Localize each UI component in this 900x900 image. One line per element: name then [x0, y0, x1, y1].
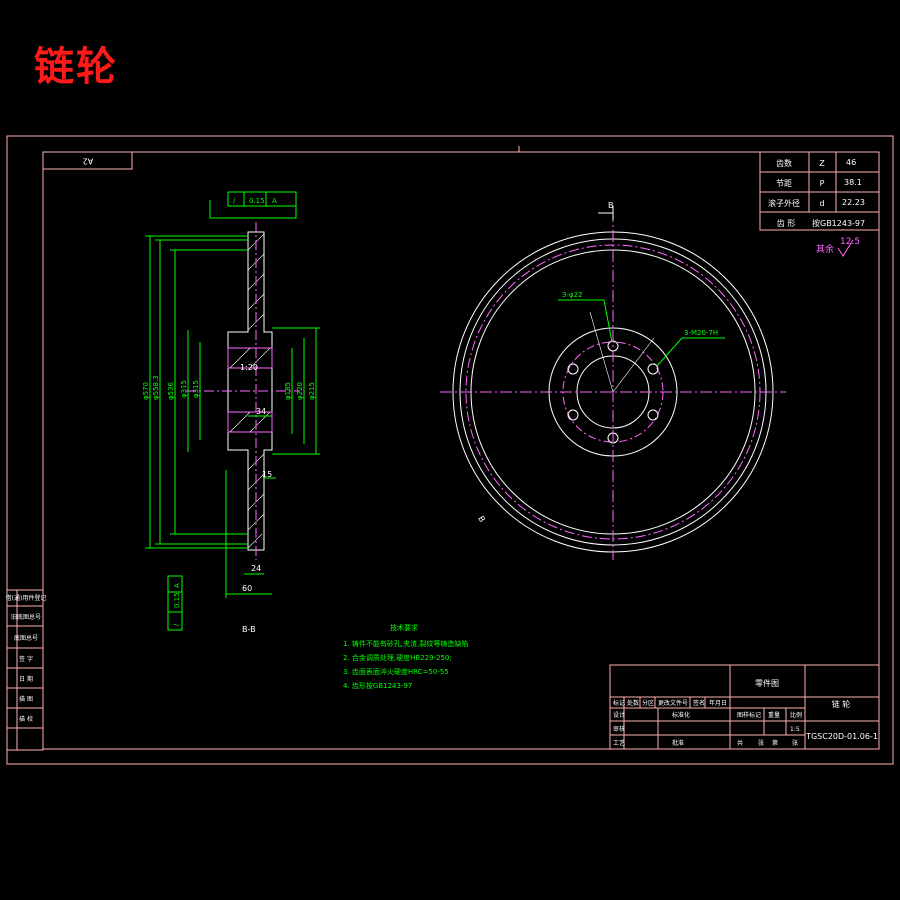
- tol-datum-top: A: [272, 197, 277, 205]
- param-value-1: 38.1: [844, 178, 862, 187]
- title-block: 标记 处数 分区 更改文件号 签名 年月日 设计 标准化 图样标记 重量 比例 …: [609, 664, 880, 750]
- tb-cell-12: 工艺: [613, 739, 625, 747]
- tb-cell-4: 签名: [693, 699, 705, 707]
- left-strip: 借(通)用件登记 旧底图总号 底图总号 签 字 日 期 描 图 描 校: [6, 589, 47, 751]
- hole-label-threaded: 3-M20-7H: [684, 329, 718, 337]
- section-marker-top: B: [608, 201, 614, 210]
- outer-border: [6, 135, 894, 765]
- tb-cell-7: 标准化: [672, 711, 690, 719]
- param-value-0: 46: [846, 158, 856, 167]
- section-label: B-B: [242, 625, 256, 634]
- left-strip-1: 旧底图总号: [11, 613, 41, 621]
- tb-drawing-type: 零件图: [755, 678, 779, 688]
- tb-cell-8: 图样标记: [737, 711, 761, 719]
- param-value-3: 按GB1243-97: [812, 218, 865, 228]
- dim-t15: 15: [262, 470, 272, 479]
- tol-value-top: 0.15: [249, 197, 265, 205]
- left-strip-2: 底图总号: [14, 634, 38, 642]
- tech-item-4: 4. 齿形按GB1243-97: [343, 681, 412, 690]
- tb-cell-11: 审核: [613, 725, 625, 733]
- param-symbol-0: Z: [819, 159, 825, 168]
- param-symbol-1: P: [820, 179, 825, 188]
- param-table: 齿数 Z 46 节距 P 38.1 滚子外径 d 22.23 齿 形 按GB12…: [759, 151, 880, 231]
- dim-d570: φ570: [142, 382, 150, 400]
- tb-cell-15: 张: [758, 739, 764, 747]
- param-value-2: 22.23: [842, 198, 865, 207]
- left-strip-3: 签 字: [19, 655, 33, 663]
- front-view: [440, 210, 786, 560]
- surface-note: 其余: [816, 243, 834, 255]
- tb-cell-0: 标记: [613, 699, 625, 707]
- tb-scale: 1:5: [790, 726, 800, 733]
- tech-requirements: 技术要求 1. 铸件不能有砂孔,夹渣,裂纹等铸造缺陷 2. 合金调质处理,硬度H…: [343, 623, 468, 690]
- tb-cell-14: 共: [737, 739, 743, 747]
- left-strip-0: 借(通)用件登记: [6, 594, 47, 602]
- tech-item-1: 1. 铸件不能有砂孔,夹渣,裂纹等铸造缺陷: [343, 639, 468, 648]
- inner-border: [42, 151, 880, 750]
- dim-t60: 60: [242, 584, 252, 593]
- surface-value: 12.5: [840, 237, 860, 247]
- dim-d185: φ185: [284, 382, 292, 400]
- param-name-2: 滚子外径: [768, 198, 800, 208]
- left-strip-4: 日 期: [19, 675, 33, 683]
- tb-cell-1: 处数: [627, 699, 639, 707]
- param-name-0: 齿数: [776, 158, 792, 168]
- tb-cell-17: 张: [792, 739, 798, 747]
- tech-heading: 技术要求: [390, 623, 418, 632]
- param-name-3: 齿 形: [777, 219, 796, 228]
- dim-t24: 24: [251, 564, 261, 573]
- dim-d558: φ558.3: [152, 375, 160, 400]
- drawing-title: 链轮: [34, 43, 118, 90]
- section-arrow-top: [598, 206, 614, 220]
- dim-taper: 1:20: [240, 363, 258, 372]
- tb-cell-3: 更改文件号: [658, 699, 688, 707]
- left-strip-5: 描 图: [19, 695, 33, 703]
- left-strip-6: 描 校: [19, 715, 33, 723]
- tb-cell-16: 第: [772, 739, 778, 747]
- tb-cell-6: 设计: [613, 711, 625, 719]
- dim-d315: φ315: [180, 380, 188, 398]
- dim-d220: φ220: [296, 382, 304, 400]
- tb-drawing-no: TGSC20D-01.06-1: [805, 732, 878, 741]
- hole-label-through: 3-φ22: [562, 291, 583, 299]
- tol-symbol-top: /: [233, 197, 236, 205]
- tol-datum-bottom: A: [173, 583, 181, 588]
- tech-item-2: 2. 合金调质处理,硬度HB229-250;: [343, 653, 452, 662]
- tb-cell-13: 批准: [672, 739, 684, 747]
- section-marker-bottom: B: [476, 515, 487, 524]
- tb-cell-10: 比例: [790, 711, 802, 719]
- tb-part-name: 链 轮: [832, 699, 851, 709]
- roughness-symbol: [837, 239, 854, 257]
- dim-d536: φ536: [167, 381, 175, 400]
- sheet-code-box: [42, 151, 133, 170]
- tb-cell-5: 年月日: [709, 699, 727, 707]
- section-view: / 0.15 A / 0.15 A φ570 φ558.3 φ536 φ315 …: [142, 191, 320, 634]
- dim-t34: 34: [256, 407, 266, 416]
- dim-d315b: φ315: [192, 380, 200, 398]
- dim-d215: φ215: [308, 382, 316, 400]
- param-symbol-2: d: [819, 199, 824, 208]
- sheet-code: A2: [83, 157, 94, 166]
- tol-symbol-bottom: /: [172, 623, 180, 626]
- tb-cell-2: 分区: [642, 699, 654, 707]
- tol-value-bottom: 0.15: [173, 592, 181, 608]
- tb-cell-9: 重量: [768, 711, 780, 719]
- tech-item-3: 3. 齿面表面淬火硬度HRC=50-55: [343, 667, 449, 676]
- param-name-1: 节距: [776, 179, 792, 188]
